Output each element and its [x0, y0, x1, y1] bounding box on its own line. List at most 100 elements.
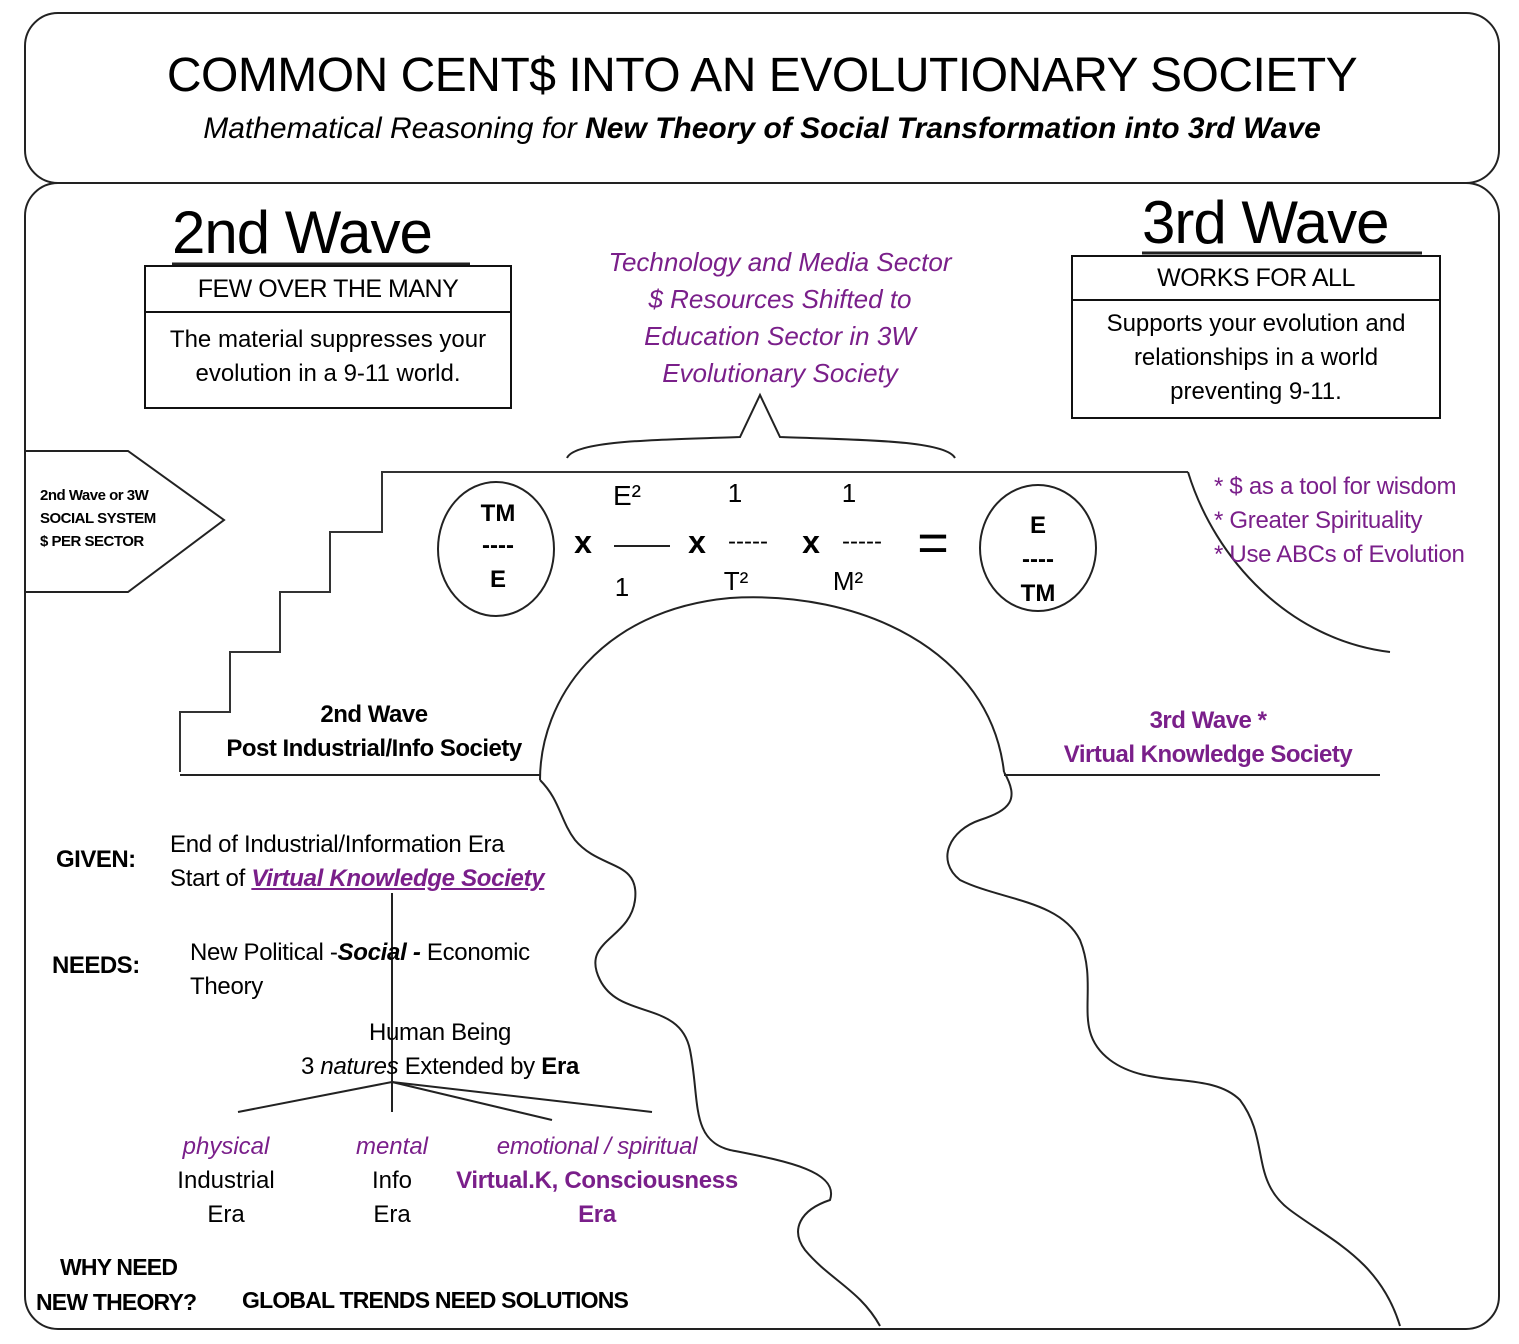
profile-right-line — [946, 771, 1401, 1327]
heading-3rd-wave: 3rd Wave — [1142, 189, 1390, 256]
nature-era-name: Industrial — [177, 1167, 275, 1194]
human-line2: 3 natures Extended by Era — [240, 1050, 640, 1084]
eq-times-1: x — [574, 524, 592, 560]
box-3rd-wave-line1: Supports your evolution and — [1106, 310, 1406, 337]
nature-era-suffix: Era — [578, 1201, 616, 1228]
tech-note-line4: Evolutionary Society — [662, 358, 898, 388]
given-line1: End of Industrial/Information Era — [170, 831, 505, 858]
right-sweep-curve — [1187, 471, 1391, 653]
global-trends: GLOBAL TRENDS NEED SOLUTIONS — [242, 1287, 629, 1313]
eq-f2-num: E² — [613, 480, 641, 511]
eq-f1-bar: ---- — [482, 532, 514, 559]
pointer-label-line2: SOCIAL SYSTEM — [40, 510, 156, 527]
given-text: End of Industrial/Information Era Start … — [170, 828, 545, 896]
box-3rd-wave-title: WORKS FOR ALL — [1073, 257, 1439, 301]
eq-f4-num: 1 — [841, 478, 857, 508]
society-right-line2: Virtual Knowledge Society — [1063, 741, 1353, 768]
page-subtitle: Mathematical Reasoning for New Theory of… — [26, 112, 1498, 146]
box-2nd-wave-title: FEW OVER THE MANY — [146, 267, 510, 313]
eq-r-bar: ---- — [1022, 546, 1054, 573]
nature-era-name: Virtual.K, Consciousness — [456, 1167, 738, 1194]
eq-f1-num: TM — [480, 500, 516, 527]
society-left: 2nd Wave Post Industrial/Info Society — [196, 698, 552, 766]
profile-left-line — [539, 779, 881, 1327]
eq-r-num: E — [1029, 512, 1046, 539]
given-label: GIVEN: — [56, 846, 136, 873]
why-need: WHY NEED NEW THEORY? — [36, 1250, 197, 1320]
eq-times-3: x — [802, 524, 820, 560]
needs-social: Social - — [337, 939, 421, 966]
human-extended: Extended by — [404, 1053, 535, 1080]
virtual-knowledge-link[interactable]: Virtual Knowledge Society — [251, 865, 545, 892]
branch-left — [237, 1081, 393, 1113]
human-natures: natures — [320, 1053, 399, 1080]
needs-label: NEEDS: — [52, 952, 140, 979]
nature-kind: emotional / spiritual — [496, 1133, 698, 1160]
box-2nd-wave-line2: evolution in a 9-11 world. — [195, 360, 461, 387]
eq-r-den: TM — [1020, 580, 1056, 607]
eq-times-2: x — [688, 524, 706, 560]
society-left-line2: Post Industrial/Info Society — [226, 735, 522, 762]
pointer-label: 2nd Wave or 3W SOCIAL SYSTEM $ PER SECTO… — [40, 484, 156, 553]
society-left-line1: 2nd Wave — [320, 701, 428, 728]
dome-outline — [539, 596, 1005, 781]
header-panel: COMMON CENT$ INTO AN EVOLUTIONARY SOCIET… — [24, 12, 1500, 184]
page-title: COMMON CENT$ INTO AN EVOLUTIONARY SOCIET… — [166, 49, 1358, 102]
benefit-item: * $ as a tool for wisdom — [1214, 473, 1457, 500]
eq-f1-den: E — [489, 566, 506, 593]
eq-f3-den: T² — [723, 566, 749, 596]
branch-middle — [391, 1081, 553, 1121]
human-being: Human Being 3 natures Extended by Era — [240, 1016, 640, 1084]
nature-physical: physical Industrial Era — [146, 1130, 306, 1232]
box-2nd-wave: FEW OVER THE MANY The material suppresse… — [144, 265, 512, 409]
heading-2nd-wave: 2nd Wave — [172, 199, 433, 266]
eq-f4-den: M² — [832, 566, 864, 596]
why-line1: WHY NEED — [60, 1254, 178, 1280]
box-3rd-wave-line2: relationships in a world — [1133, 344, 1379, 371]
society-right-line1: 3rd Wave * — [1149, 707, 1267, 734]
branch-right — [391, 1081, 653, 1113]
pointer-shape — [24, 450, 226, 593]
why-line2: NEW THEORY? — [36, 1289, 197, 1315]
given-line2-prefix: Start of — [170, 865, 245, 892]
benefit-item: * Use ABCs of Evolution — [1214, 541, 1465, 568]
needs-line2: Theory — [190, 973, 263, 1000]
tech-note-line2: $ Resources Shifted to — [648, 284, 912, 314]
nature-kind: mental — [355, 1133, 429, 1160]
eq-f3-bar: ----- — [728, 528, 768, 555]
eq-f4-bar: ----- — [842, 528, 882, 555]
pointer-label-line1: 2nd Wave or 3W — [40, 487, 149, 504]
needs-political: New Political - — [190, 939, 338, 966]
brace-shape — [566, 392, 956, 459]
staircase-line — [179, 471, 1188, 772]
eq-f2-den: 1 — [614, 572, 630, 602]
tech-note-line3: Education Sector in 3W — [644, 321, 916, 351]
box-3rd-wave: WORKS FOR ALL Supports your evolution an… — [1071, 255, 1441, 419]
human-line1: Human Being — [368, 1019, 512, 1046]
nature-mental: mental Info Era — [332, 1130, 452, 1232]
pointer-label-line3: $ PER SECTOR — [40, 533, 144, 550]
needs-economic: Economic — [426, 939, 530, 966]
tech-note: Technology and Media Sector $ Resources … — [560, 244, 1000, 392]
subtitle-plain: Mathematical Reasoning for — [203, 112, 577, 145]
nature-era-suffix: Era — [373, 1201, 411, 1228]
box-2nd-wave-body: The material suppresses your evolution i… — [146, 313, 510, 391]
nature-era-suffix: Era — [207, 1201, 245, 1228]
eq-equals: = — [917, 513, 949, 573]
nature-kind: physical — [182, 1133, 270, 1160]
ellipse-left — [437, 481, 555, 617]
needs-line1: New Political -Social - Economic — [190, 936, 530, 970]
benefits-list: * $ as a tool for wisdom * Greater Spiri… — [1214, 470, 1465, 572]
human-era: Era — [541, 1053, 580, 1080]
nature-era-name: Info — [371, 1167, 413, 1194]
given-line2: Start of Virtual Knowledge Society — [170, 862, 545, 896]
nature-emotional: emotional / spiritual Virtual.K, Conscio… — [430, 1130, 764, 1232]
tech-note-line1: Technology and Media Sector — [608, 247, 952, 277]
ellipse-right — [979, 484, 1097, 612]
benefit-item: * Greater Spirituality — [1214, 507, 1423, 534]
subtitle-bold: New Theory of Social Transformation into… — [585, 112, 1321, 145]
box-3rd-wave-body: Supports your evolution and relationship… — [1073, 301, 1439, 409]
needs-text: New Political -Social - Economic Theory — [190, 936, 530, 1004]
eq-f3-num: 1 — [727, 478, 743, 508]
